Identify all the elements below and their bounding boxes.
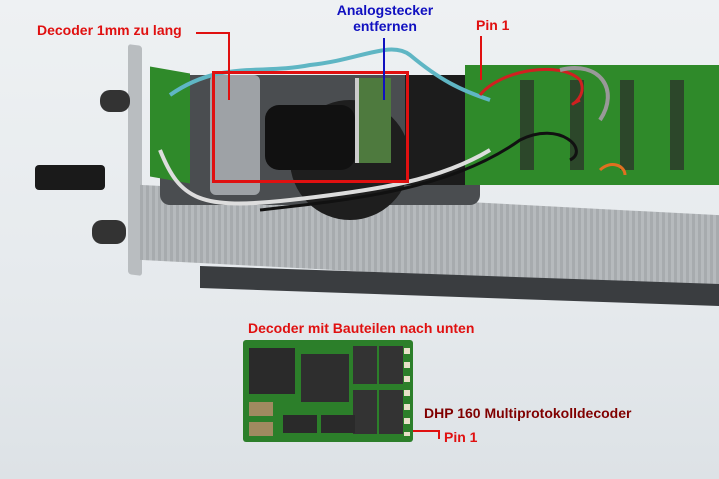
buffer: [92, 220, 126, 244]
black-connector: [265, 105, 355, 170]
pcb-components: [500, 80, 710, 170]
label-analog-plug: Analogstecker entfernen: [330, 2, 440, 34]
ic: [283, 415, 317, 433]
label-line: Analogstecker: [336, 2, 434, 18]
label-pin1-bottom: Pin 1: [444, 429, 478, 445]
label-line: entfernen: [353, 18, 417, 34]
label-decoder-model: DHP 160 Multiprotokolldecoder: [424, 405, 632, 421]
label-components-down: Decoder mit Bauteilen nach unten: [248, 320, 475, 336]
gray-holder: [210, 75, 260, 195]
leader-line: [480, 36, 482, 80]
solder-pads: [404, 348, 410, 436]
decoder-board: [243, 340, 413, 442]
capacitor: [249, 422, 273, 436]
diode: [353, 346, 377, 384]
diode: [353, 390, 377, 434]
leader-line: [196, 32, 230, 34]
diode: [379, 346, 403, 384]
leader-line: [413, 430, 440, 432]
label-decoder-too-long: Decoder 1mm zu lang: [37, 22, 182, 38]
chip: [249, 348, 295, 394]
highlight-box: [212, 71, 409, 183]
diode: [379, 390, 403, 434]
capacitor: [249, 402, 273, 416]
ic: [321, 415, 355, 433]
coupler: [35, 165, 105, 190]
leader-line: [228, 32, 230, 100]
leader-line: [438, 430, 440, 439]
label-pin1-top: Pin 1: [476, 17, 510, 33]
buffer: [100, 90, 130, 112]
leader-line: [383, 38, 385, 100]
chip: [301, 354, 349, 402]
analog-plug: [355, 78, 391, 163]
